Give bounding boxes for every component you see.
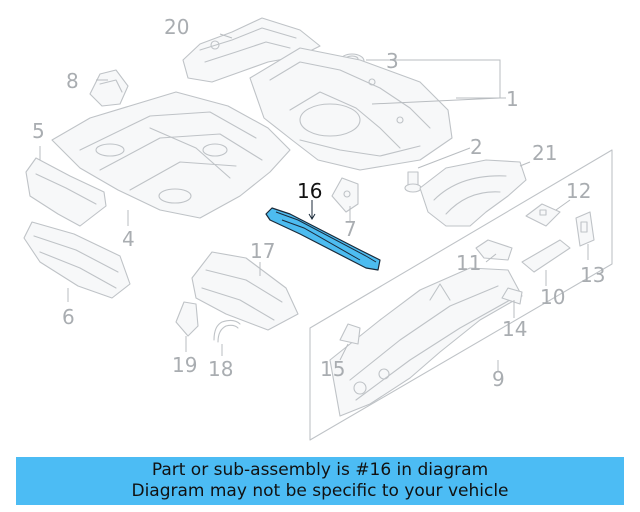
banner-line-2: Diagram may not be specific to your vehi…	[131, 481, 509, 501]
part-2-drawing	[404, 171, 422, 193]
part-17-drawing	[191, 251, 299, 331]
part-12-drawing	[525, 203, 561, 227]
part-1-drawing	[249, 47, 453, 171]
part-13-drawing	[575, 211, 595, 247]
leader-lines	[39, 33, 589, 372]
callout-2: 2	[470, 135, 483, 159]
callout-8: 8	[66, 69, 79, 93]
callout-14: 14	[502, 317, 527, 341]
callout-9: 9	[492, 367, 505, 391]
part-11-drawing	[475, 239, 513, 261]
callout-12: 12	[566, 179, 591, 203]
info-banner: Part or sub-assembly is #16 in diagram D…	[16, 457, 624, 505]
callout-11: 11	[456, 251, 481, 275]
part-19-drawing	[175, 301, 199, 337]
part-21-drawing	[419, 159, 527, 227]
part-20-drawing	[182, 17, 321, 83]
callout-6: 6	[62, 305, 75, 329]
callout-4: 4	[122, 227, 135, 251]
callout-7: 7	[344, 217, 357, 241]
callout-16: 16	[297, 179, 322, 203]
callout-19: 19	[172, 353, 197, 377]
callout-18: 18	[208, 357, 233, 381]
part-8-drawing	[89, 69, 129, 107]
banner-line-1: Part or sub-assembly is #16 in diagram	[151, 460, 489, 480]
callout-1: 1	[506, 87, 519, 111]
part-5-drawing	[25, 157, 107, 227]
callout-21: 21	[532, 141, 557, 165]
callout-17: 17	[250, 239, 275, 263]
callout-13: 13	[580, 263, 605, 287]
part-18-drawing	[213, 319, 241, 343]
callout-3: 3	[386, 49, 399, 73]
parts-diagram: 20 3 1 8 5 2 21 16 12 7 4 17 11 13 10 6 …	[23, 15, 613, 441]
part-6-drawing	[23, 221, 131, 299]
callout-10: 10	[540, 285, 565, 309]
callout-15: 15	[320, 357, 345, 381]
callout-20: 20	[164, 15, 189, 39]
part-10-drawing	[521, 239, 571, 273]
part-7-drawing	[331, 177, 359, 213]
part-4-drawing	[51, 91, 291, 219]
part-15-drawing	[339, 323, 361, 345]
part-9-drawing	[309, 149, 613, 441]
callout-5: 5	[32, 119, 45, 143]
part-16-highlight	[265, 207, 381, 271]
